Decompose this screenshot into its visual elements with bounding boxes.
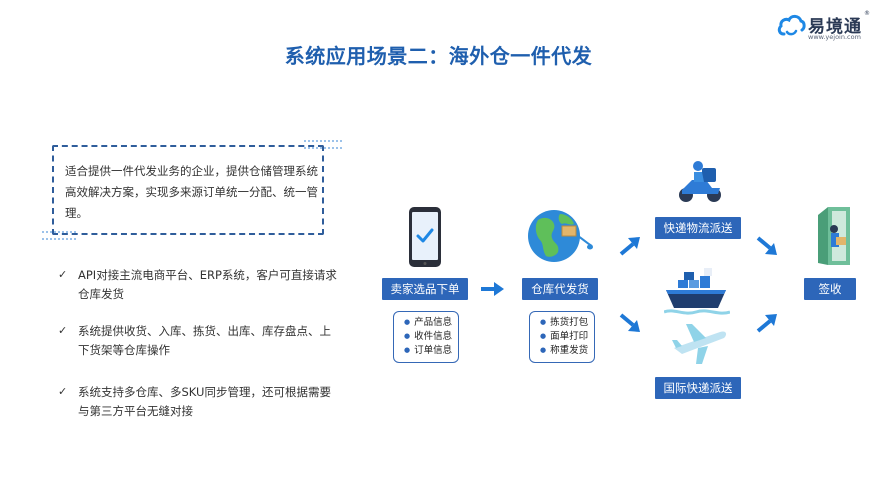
delivery-scooter-icon xyxy=(679,161,721,202)
feature-text: 系统提供收货、入库、拣货、出库、库存盘点、上下货架等仓库操作 xyxy=(78,324,331,357)
list-item: 称重发货 xyxy=(540,344,588,358)
check-icon: ✓ xyxy=(58,385,68,398)
arrow-up-right-icon xyxy=(619,237,640,256)
arrow-right-icon xyxy=(481,282,504,296)
warehouse-task-list: 拣货打包 面单打印 称重发货 xyxy=(529,311,595,363)
seller-info-list: 产品信息 收件信息 订单信息 xyxy=(393,311,459,363)
cloud-logo-icon xyxy=(777,14,806,36)
step-receive: 签收 xyxy=(804,278,856,300)
intro-box: 适合提供一件代发业务的企业，提供仓储管理系统高效解决方案，实现多来源订单统一分配… xyxy=(52,145,324,235)
feature-text: API对接主流电商平台、ERP系统，客户可直接请求仓库发货 xyxy=(78,268,337,301)
check-icon: ✓ xyxy=(58,268,68,281)
intro-text: 适合提供一件代发业务的企业，提供仓储管理系统高效解决方案，实现多来源订单统一分配… xyxy=(65,164,318,220)
logo-name: 易境通 xyxy=(808,17,862,37)
check-icon: ✓ xyxy=(58,324,68,337)
list-item: 产品信息 xyxy=(404,316,452,330)
logo-url: www.yejoin.com xyxy=(808,33,861,41)
list-item: 拣货打包 xyxy=(540,316,588,330)
smartphone-icon xyxy=(409,207,441,267)
list-item: 面单打印 xyxy=(540,330,588,344)
door-delivery-icon xyxy=(818,207,850,265)
logo-registered-mark: ® xyxy=(864,10,870,17)
page-title: 系统应用场景二：海外仓一件代发 xyxy=(284,44,593,68)
arrow-up-right-icon xyxy=(756,314,777,333)
logo: 易境通 ® www.yejoin.com xyxy=(776,10,872,44)
step-express-delivery: 快递物流派送 xyxy=(655,217,741,239)
arrow-down-right-icon xyxy=(756,236,777,255)
cargo-ship-icon xyxy=(664,268,730,315)
decorative-dots xyxy=(42,231,76,240)
globe-icon xyxy=(528,210,593,262)
list-item: 收件信息 xyxy=(404,330,452,344)
feature-text: 系统支持多仓库、多SKU同步管理，还可根据需要与第三方平台无缝对接 xyxy=(78,385,331,418)
list-item: 订单信息 xyxy=(404,344,452,358)
airplane-icon xyxy=(672,324,727,364)
step-seller-order: 卖家选品下单 xyxy=(382,278,468,300)
step-warehouse-shipping: 仓库代发货 xyxy=(522,278,598,300)
step-international-delivery: 国际快递派送 xyxy=(655,377,741,399)
arrow-down-right-icon xyxy=(619,313,640,332)
